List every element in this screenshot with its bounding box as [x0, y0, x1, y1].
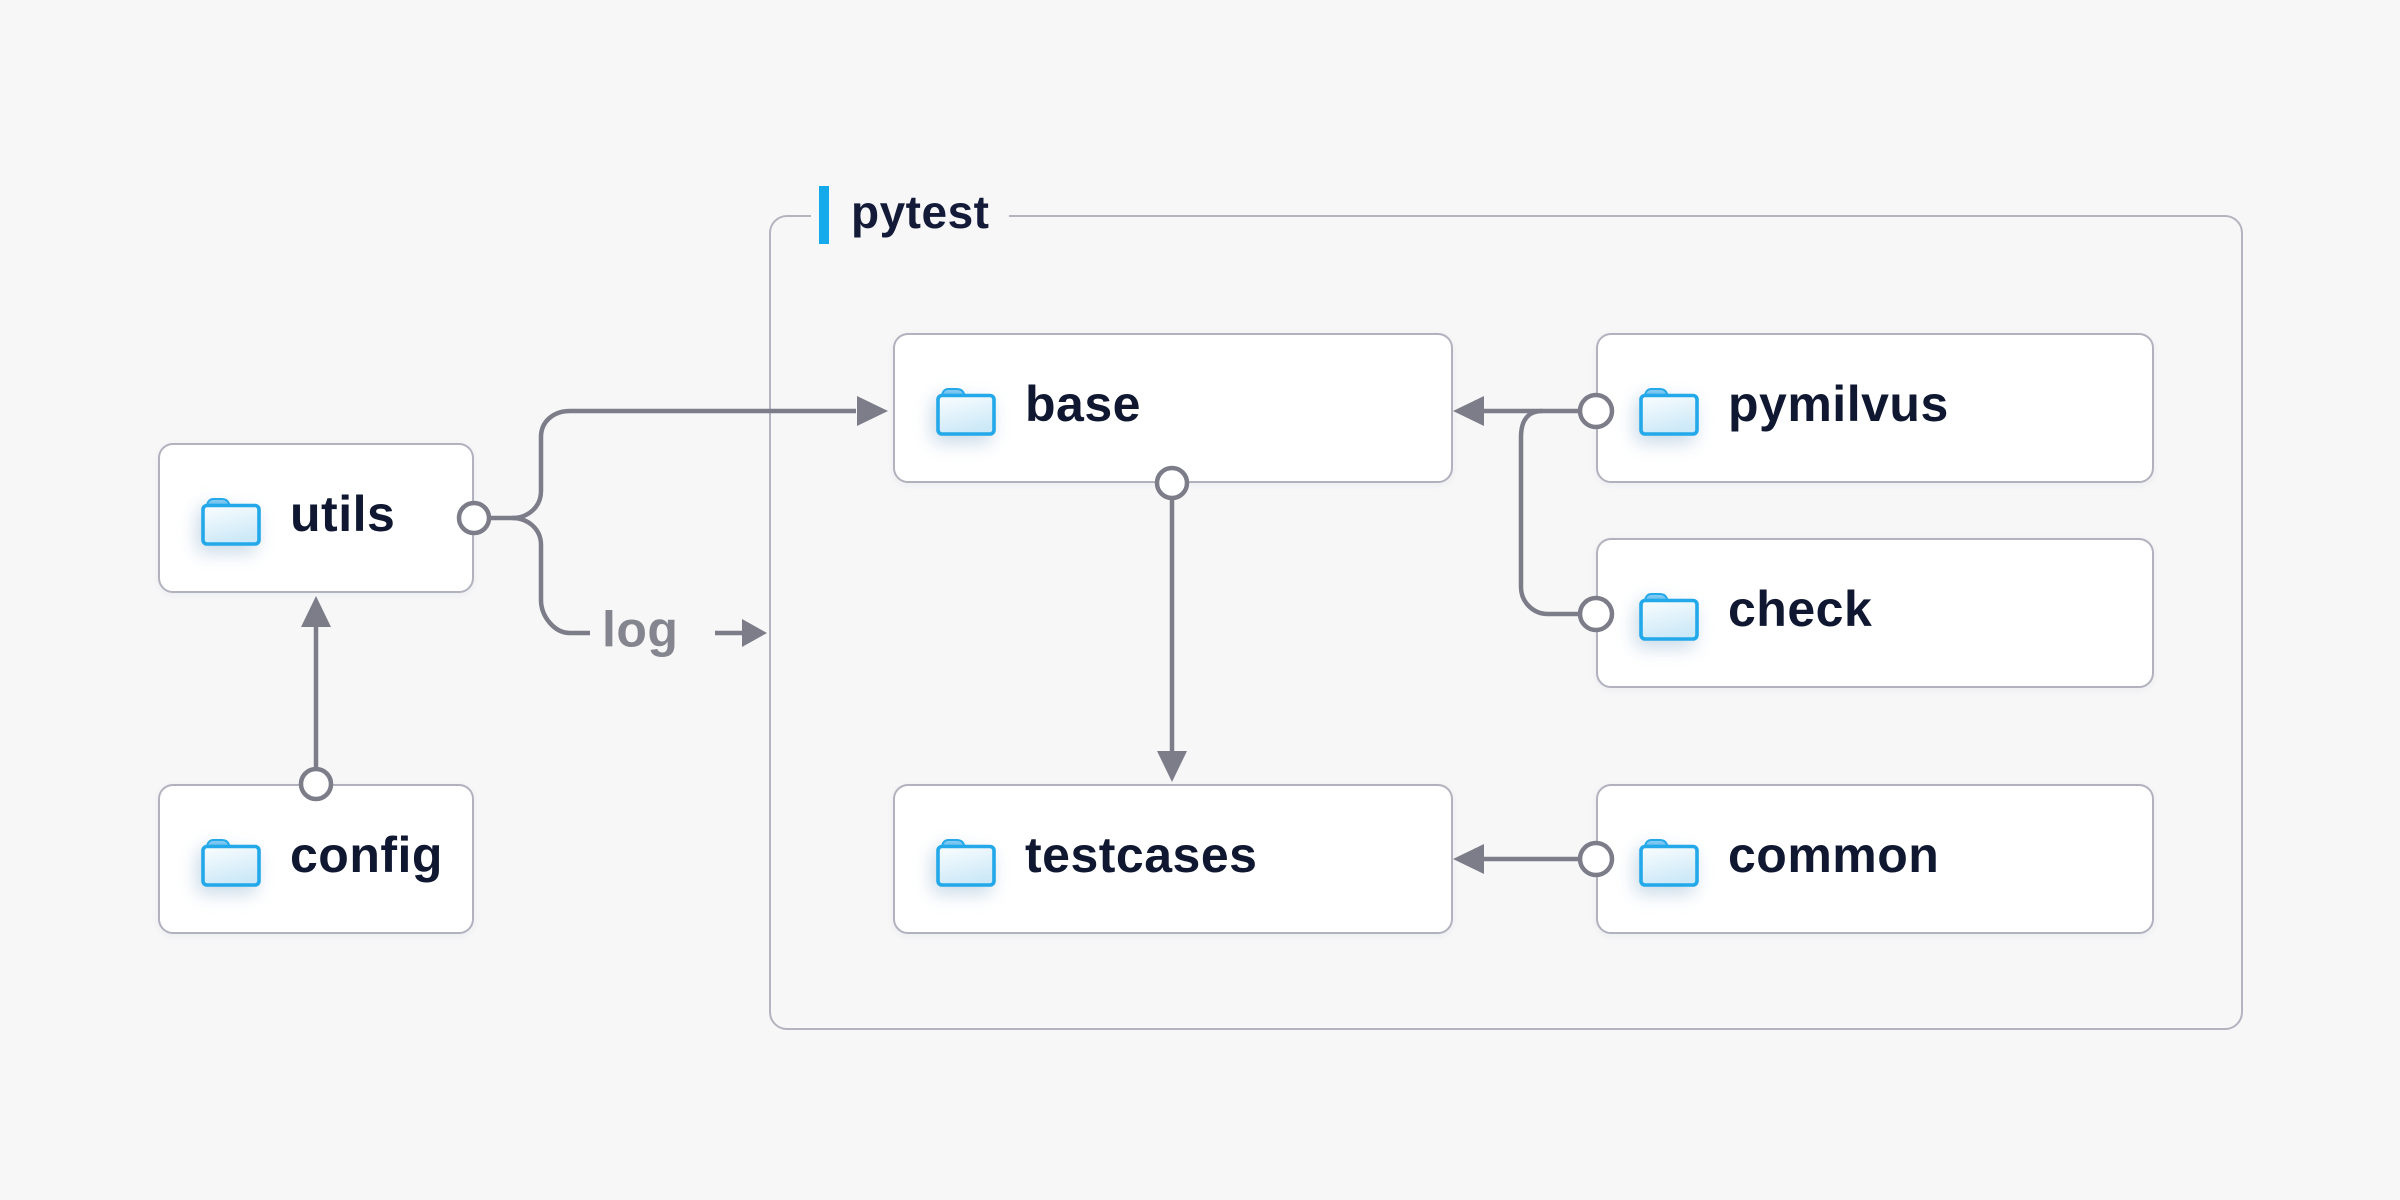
- folder-icon: [933, 831, 999, 888]
- folder-icon: [1636, 585, 1702, 642]
- node-common: common: [1596, 784, 2154, 934]
- folder-icon: [1636, 380, 1702, 437]
- node-testcases: testcases: [893, 784, 1453, 934]
- pytest-group-label-text: pytest: [851, 186, 990, 238]
- node-label: config: [290, 827, 443, 883]
- node-base: base: [893, 333, 1453, 483]
- node-label: common: [1728, 827, 1940, 883]
- pytest-group-box: pytest: [769, 182, 2243, 1030]
- pytest-group-label: pytest: [811, 182, 1010, 248]
- edge-config-to-utils: [298, 596, 334, 802]
- folder-icon: [198, 831, 264, 888]
- node-label: pymilvus: [1728, 376, 1949, 432]
- edge-label-log: log: [602, 601, 679, 658]
- node-config: config: [158, 784, 474, 934]
- node-label: base: [1025, 376, 1141, 432]
- node-utils: utils: [158, 443, 474, 593]
- accent-bar: [819, 186, 829, 244]
- node-pymilvus: pymilvus: [1596, 333, 2154, 483]
- node-label: testcases: [1025, 827, 1258, 883]
- folder-icon: [198, 490, 264, 547]
- folder-icon: [1636, 831, 1702, 888]
- node-label: utils: [290, 486, 396, 542]
- node-label: check: [1728, 581, 1873, 637]
- folder-icon: [933, 380, 999, 437]
- node-check: check: [1596, 538, 2154, 688]
